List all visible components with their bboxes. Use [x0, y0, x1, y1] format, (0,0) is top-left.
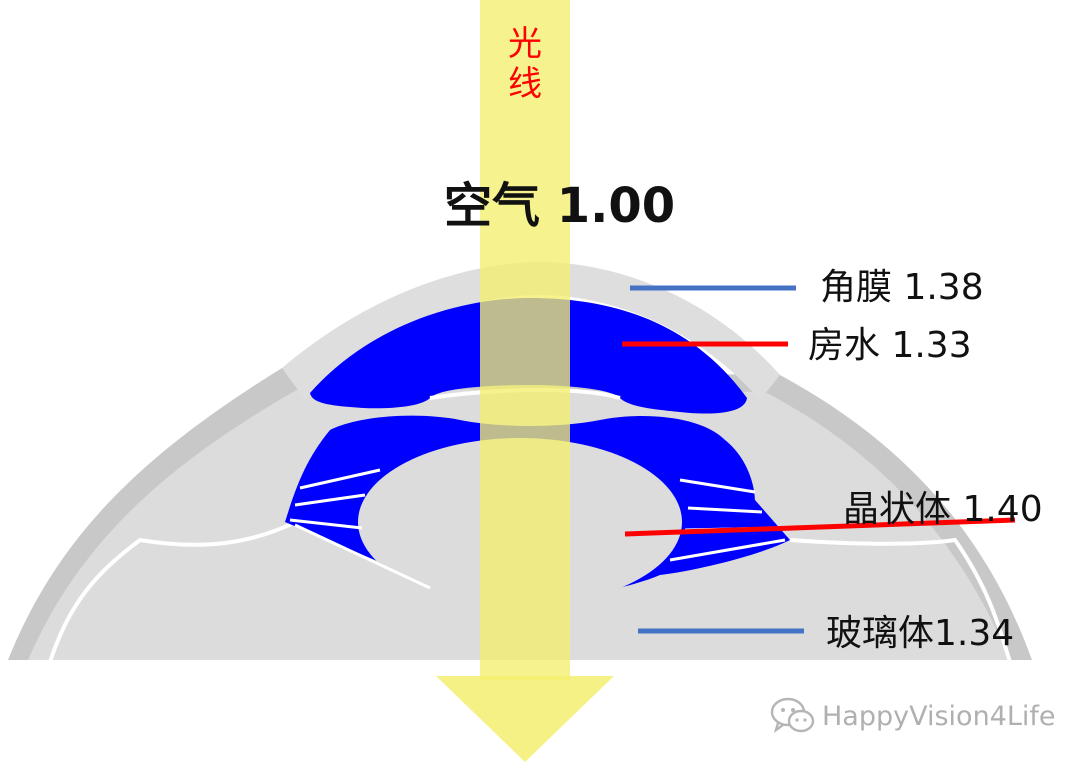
vitreous-label: 玻璃体1.34: [826, 613, 1015, 654]
cornea-label: 角膜 1.38: [820, 267, 984, 308]
watermark-text: HappyVision4Life: [822, 700, 1056, 732]
light-arrow-head: [436, 676, 614, 762]
lens-label: 晶状体 1.40: [843, 489, 1043, 530]
wechat-icon: [770, 697, 815, 733]
cornea: [282, 262, 780, 400]
light-label: 光线: [508, 24, 542, 104]
lens-leader-line: [624, 517, 1016, 537]
light-beam: [480, 0, 570, 680]
aqueous-label: 房水 1.33: [808, 325, 972, 366]
watermark: HappyVision4Life: [770, 696, 1056, 736]
vitreous-boundary: [48, 518, 301, 663]
vitreous-boundary-right: [789, 537, 1012, 663]
air-label: 空气 1.00: [444, 178, 676, 234]
